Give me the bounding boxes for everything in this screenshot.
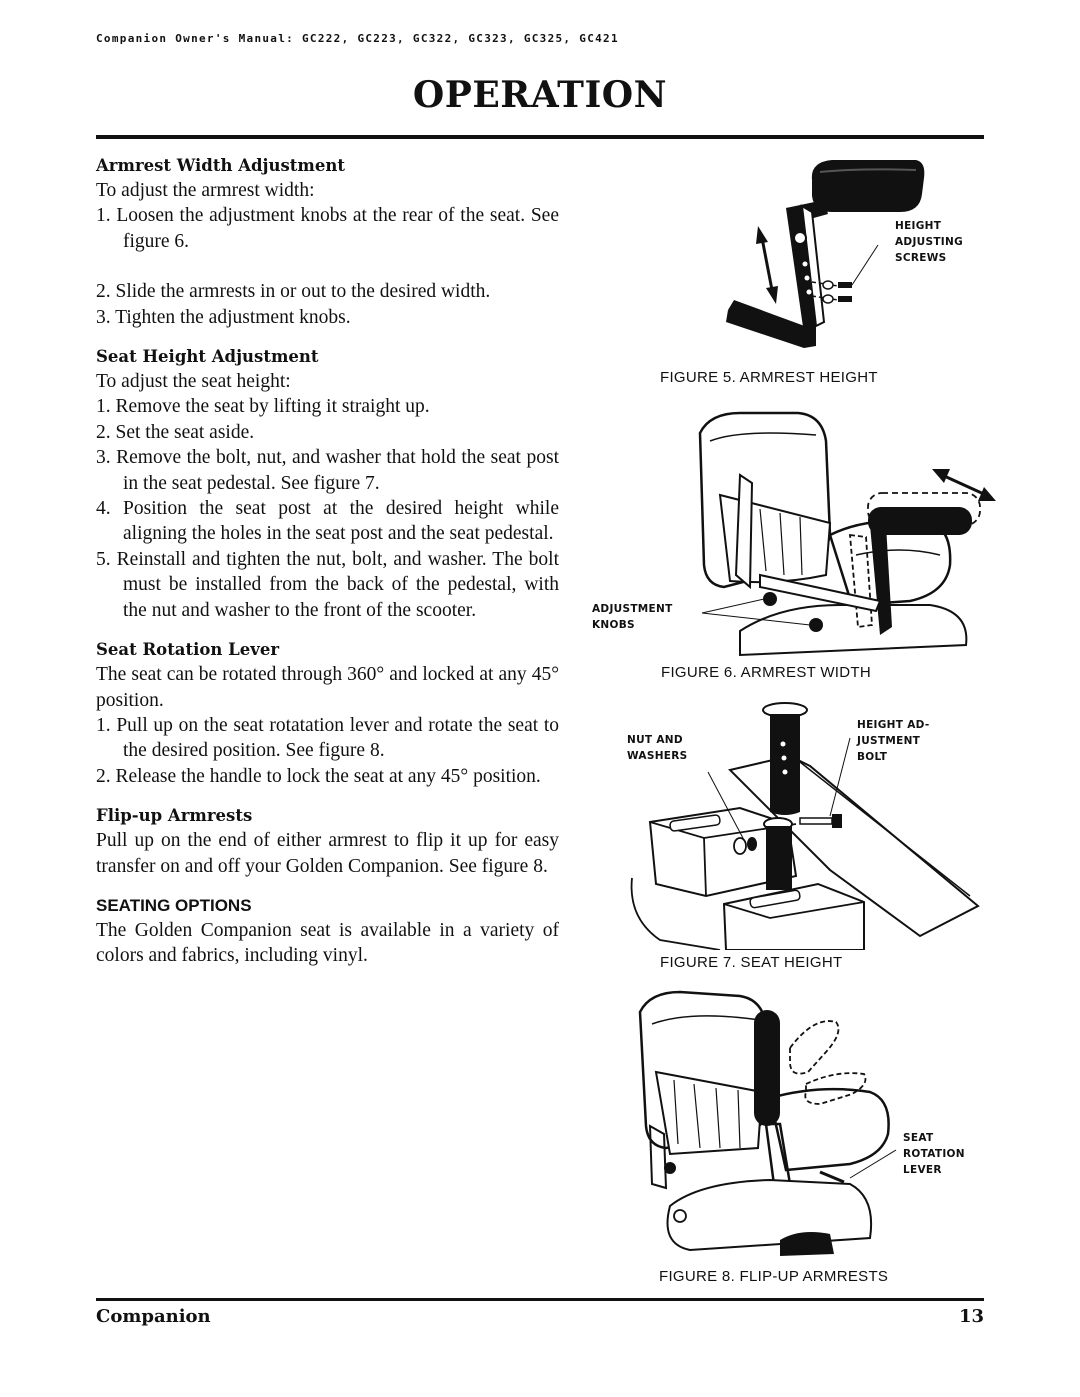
step: 1. Remove the seat by lifting it straigh… (96, 396, 430, 418)
seat-rotation-intro: The seat can be rotated through 360° and… (96, 664, 559, 711)
step: 1. Pull up on the seat rotatation lever … (96, 714, 559, 762)
fig7-callout-nut-washers: NUT AND WASHERS (627, 734, 688, 762)
seat-height-steps: 1. Remove the seat by lifting it straigh… (96, 394, 559, 623)
step: 4. Position the seat post at the desired… (96, 498, 559, 545)
seat-rotation-steps: 1. Pull up on the seat rotatation lever … (96, 713, 559, 789)
seat-height-heading: Seat Height Adjustment (96, 347, 319, 367)
figure-7-caption: FIGURE 7. SEAT HEIGHT (660, 954, 843, 971)
page-title: OPERATION (412, 74, 668, 116)
step: 1. Loosen the adjustment knobs at the re… (96, 205, 559, 252)
title-rule (96, 135, 984, 139)
fig5-callout: HEIGHT ADJUSTING SCREWS (895, 220, 964, 264)
figure-6-armrest-width-illustration (698, 411, 996, 657)
figure-5-armrest-height-illustration (726, 160, 925, 348)
armrest-width-heading: Armrest Width Adjustment (96, 156, 345, 175)
step: 2. Set the seat aside. (96, 421, 255, 443)
fig7-callout-bolt: HEIGHT AD- JUSTMENT BOLT (857, 719, 930, 763)
seat-height-intro: To adjust the seat height: (96, 371, 291, 393)
page-number: 13 (958, 1306, 984, 1327)
figure-6-caption: FIGURE 6. ARMREST WIDTH (661, 664, 871, 681)
seating-options-heading: SEATING OPTIONS (96, 895, 252, 915)
running-header: Companion Owner's Manual: GC222, GC223, … (96, 32, 619, 45)
step: 5. Reinstall and tighten the nut, bolt, … (96, 548, 559, 621)
figure-5-caption: FIGURE 5. ARMREST HEIGHT (660, 369, 878, 386)
text-column: Armrest Width Adjustment To adjust the a… (96, 153, 559, 969)
figure-7-seat-height-illustration (630, 702, 980, 950)
footer-rule (96, 1298, 984, 1301)
step: 3. Tighten the adjustment knobs. (96, 306, 351, 328)
fig6-callout: ADJUSTMENT KNOBS (592, 603, 673, 631)
footer-product-name: Companion (96, 1306, 211, 1327)
fig8-callout: SEAT ROTATION LEVER (903, 1132, 965, 1176)
figure-8-flip-up-armrests-illustration (638, 990, 897, 1256)
flip-up-heading: Flip-up Armrests (96, 806, 253, 826)
flip-up-body: Pull up on the end of either armrest to … (96, 830, 559, 877)
armrest-width-steps: 1. Loosen the adjustment knobs at the re… (96, 203, 559, 330)
seating-options-body: The Golden Companion seat is available i… (96, 919, 559, 967)
step: 2. Slide the armrests in or out to the d… (96, 281, 491, 303)
armrest-width-intro: To adjust the armrest width: (96, 180, 315, 201)
figure-8-caption: FIGURE 8. FLIP-UP ARMRESTS (659, 1268, 889, 1285)
step: 2. Release the handle to lock the seat a… (96, 765, 541, 787)
seat-rotation-heading: Seat Rotation Lever (96, 640, 280, 660)
step: 3. Remove the bolt, nut, and washer that… (96, 447, 559, 494)
